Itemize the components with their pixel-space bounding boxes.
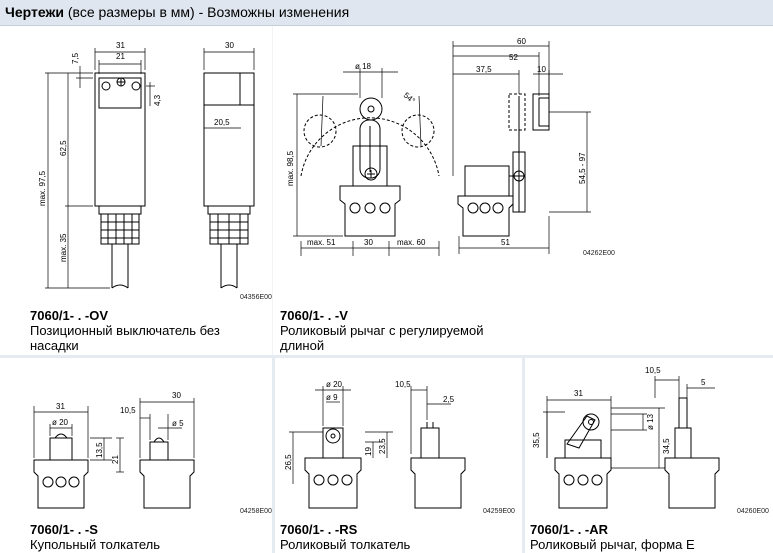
dim-5: 5 (701, 378, 706, 387)
caption-desc: Купольный толкатель (30, 537, 161, 552)
caption-desc: Роликовый рычаг, форма E (530, 537, 695, 552)
dim-10-5: 10,5 (120, 406, 136, 415)
caption-ar: 7060/1- . -AR Роликовый рычаг, форма E (530, 522, 770, 552)
caption-code: 7060/1- . -V (280, 308, 348, 323)
dim-51: 51 (501, 238, 510, 247)
drawing-ov-figure: 31 21 7,5 4,3 62,5 max. 97,5 max. 35 30 … (38, 41, 255, 289)
drawing-s: 31 ø 20 13,5 21 30 10,5 ø 5 04258E00 706… (0, 358, 272, 553)
drawing-ar-figure: 31 35,5 ø 13 34,5 10,5 5 (532, 366, 720, 509)
drawing-v: ø 18 54° max. 98,5 max. 51 30 max. 60 60… (273, 26, 773, 355)
drawing-ar: 31 35,5 ø 13 34,5 10,5 5 04260E00 7060/1… (525, 358, 773, 553)
caption-code: 7060/1- . -S (30, 522, 98, 537)
dim-4-3: 4,3 (153, 94, 162, 106)
separator-col-2 (522, 358, 525, 553)
caption-code: 7060/1- . -OV (30, 308, 109, 323)
caption-code: 7060/1- . -AR (530, 522, 609, 537)
caption-desc: Роликовый рычаг с регулируемой длиной (280, 323, 484, 353)
dim-31: 31 (56, 402, 65, 411)
title-bold: Чертежи (5, 4, 64, 20)
dim-62-5: 62,5 (59, 140, 68, 156)
drawing-ref: 04258E00 (240, 508, 272, 515)
dim-30: 30 (225, 41, 234, 50)
dim-phi-20: ø 20 (326, 380, 343, 389)
dim-54-deg: 54° (402, 91, 417, 106)
drawing-ref: 04356E00 (240, 294, 272, 301)
dim-max-98-5: max. 98,5 (286, 150, 295, 186)
separator-row (0, 355, 773, 358)
page-header: Чертежи (все размеры в мм) - Возможны из… (0, 0, 773, 26)
dim-30: 30 (172, 391, 181, 400)
dim-54-5-97: 54,5 - 97 (578, 152, 587, 184)
dim-31: 31 (116, 41, 125, 50)
drawing-v-figure: ø 18 54° max. 98,5 max. 51 30 max. 60 60… (286, 37, 591, 256)
dim-phi-5: ø 5 (172, 419, 184, 428)
page-title: Чертежи (все размеры в мм) - Возможны из… (5, 4, 349, 20)
dim-max-35: max. 35 (59, 233, 68, 262)
title-rest: (все размеры в мм) - Возможны изменения (63, 4, 350, 20)
dim-37-5: 37,5 (476, 65, 492, 74)
drawing-ov: 31 21 7,5 4,3 62,5 max. 97,5 max. 35 30 … (0, 26, 272, 355)
dim-19: 19 (364, 447, 373, 456)
caption-desc: Позиционный выключатель без насадки (30, 323, 220, 353)
caption-s: 7060/1- . -S Купольный толкатель (30, 522, 265, 552)
dim-10-5: 10,5 (645, 366, 661, 375)
dim-34-5: 34,5 (662, 438, 671, 454)
dim-30: 30 (364, 238, 373, 247)
drawing-ref: 04260E00 (737, 508, 769, 515)
dim-52: 52 (509, 53, 518, 62)
dim-26-5: 26,5 (284, 454, 293, 470)
caption-ov: 7060/1- . -OV Позиционный выключатель бе… (30, 308, 260, 353)
dim-21: 21 (111, 455, 120, 464)
dim-10: 10 (537, 65, 546, 74)
drawing-rs: ø 20 ø 9 26,5 19 23,5 10,5 2,5 04259E00 … (275, 358, 522, 553)
dim-2-5: 2,5 (443, 395, 455, 404)
drawing-ref: 04262E00 (583, 250, 615, 257)
dim-max-51: max. 51 (307, 238, 336, 247)
caption-code: 7060/1- . -RS (280, 522, 358, 537)
dim-35-5: 35,5 (532, 432, 541, 448)
dim-7-5: 7,5 (71, 52, 80, 64)
dim-phi-13: ø 13 (646, 413, 655, 430)
dim-20-5: 20,5 (214, 118, 230, 127)
caption-rs: 7060/1- . -RS Роликовый толкатель (280, 522, 520, 552)
dim-max-60: max. 60 (397, 238, 426, 247)
dim-max-97-5: max. 97,5 (38, 170, 47, 206)
dim-10-5: 10,5 (395, 380, 411, 389)
drawing-ref: 04259E00 (483, 508, 515, 515)
drawing-rs-figure: ø 20 ø 9 26,5 19 23,5 10,5 2,5 (284, 380, 466, 509)
separator-col-1 (272, 358, 275, 553)
dim-21: 21 (116, 52, 125, 61)
caption-v: 7060/1- . -V Роликовый рычаг с регулируе… (280, 308, 520, 353)
dim-23-5: 23,5 (378, 438, 387, 454)
caption-desc: Роликовый толкатель (280, 537, 411, 552)
separator-col-top (272, 26, 273, 355)
dim-phi-18: ø 18 (355, 62, 372, 71)
dim-60: 60 (517, 37, 526, 46)
dim-phi-20: ø 20 (52, 418, 69, 427)
dim-13-5: 13,5 (95, 442, 104, 458)
drawing-s-figure: 31 ø 20 13,5 21 30 10,5 ø 5 (33, 391, 195, 509)
dim-31: 31 (574, 389, 583, 398)
dim-phi-9: ø 9 (326, 393, 338, 402)
